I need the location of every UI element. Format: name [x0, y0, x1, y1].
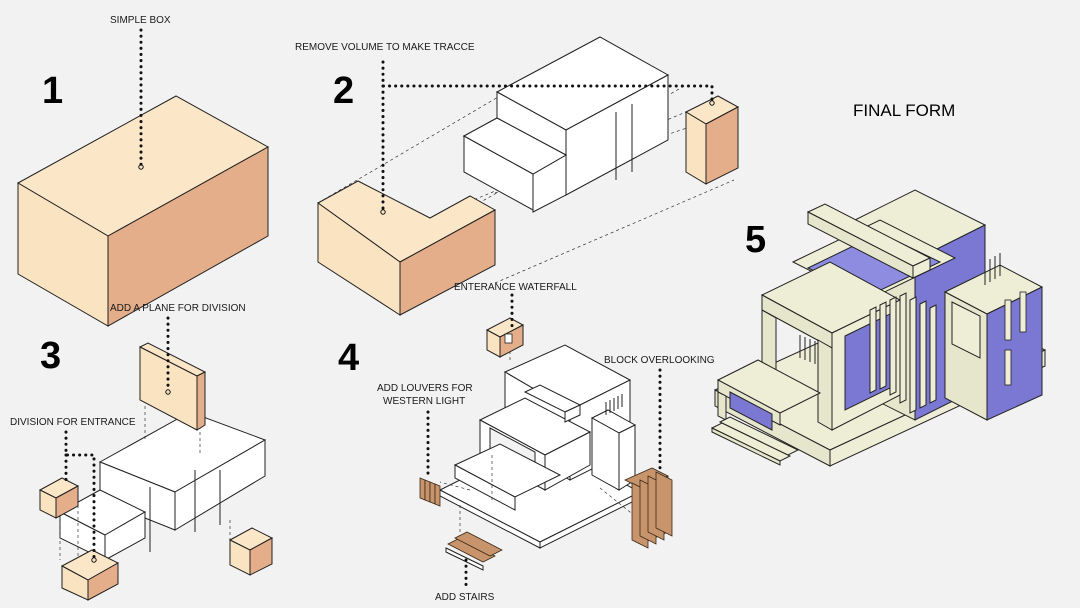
- leader-end-dot: [138, 164, 144, 170]
- step-number-1: 1: [42, 70, 63, 112]
- leader-division-entrance: [64, 430, 96, 560]
- step-3-division: ADD A PLANE FOR DIVISION DIVISION FOR EN…: [10, 303, 274, 601]
- label-remove-volume: REMOVE VOLUME TO MAKE TRACCE: [295, 42, 475, 53]
- step-number-4: 4: [338, 337, 359, 379]
- step-5-final-form: FINAL FORM 5: [710, 101, 1047, 467]
- final-mid-louvers: [799, 335, 816, 364]
- step-4-details: ENTERANCE WATERFALL BLOCK OVERLOOKING AD…: [338, 282, 715, 603]
- label-add-louvers-1: ADD LOUVERS FOR: [377, 383, 473, 394]
- label-add-stairs: ADD STAIRS: [435, 592, 495, 603]
- label-add-louvers-2: WESTERN LIGHT: [383, 396, 465, 407]
- final-top-louvers: [984, 253, 1001, 285]
- block-louvers: [605, 394, 623, 415]
- final-vertical-fins: [869, 292, 937, 414]
- step-number-5: 5: [745, 219, 766, 261]
- leader-remove-volume: [381, 60, 714, 102]
- label-entrance-waterfall: ENTERANCE WATERFALL: [454, 282, 577, 293]
- western-louvers: [419, 477, 441, 507]
- box-right-face: [107, 146, 269, 327]
- label-final-form: FINAL FORM: [853, 101, 955, 120]
- label-division-entrance: DIVISION FOR ENTRANCE: [10, 417, 136, 428]
- step-2-remove-volume: REMOVE VOLUME TO MAKE TRACCE 2: [295, 36, 740, 316]
- final-stairs: [710, 416, 800, 466]
- label-simple-box: SIMPLE BOX: [110, 15, 171, 26]
- step-1-simple-box: SIMPLE BOX 1: [16, 15, 270, 327]
- step-number-3: 3: [40, 335, 61, 377]
- label-add-plane: ADD A PLANE FOR DIVISION: [110, 303, 246, 314]
- label-block-overlooking: BLOCK OVERLOOKING: [604, 355, 715, 366]
- removed-volume-right: [399, 209, 496, 316]
- step-number-2: 2: [333, 70, 354, 112]
- stairs: [445, 531, 503, 571]
- overlooking-louvers: [624, 467, 673, 549]
